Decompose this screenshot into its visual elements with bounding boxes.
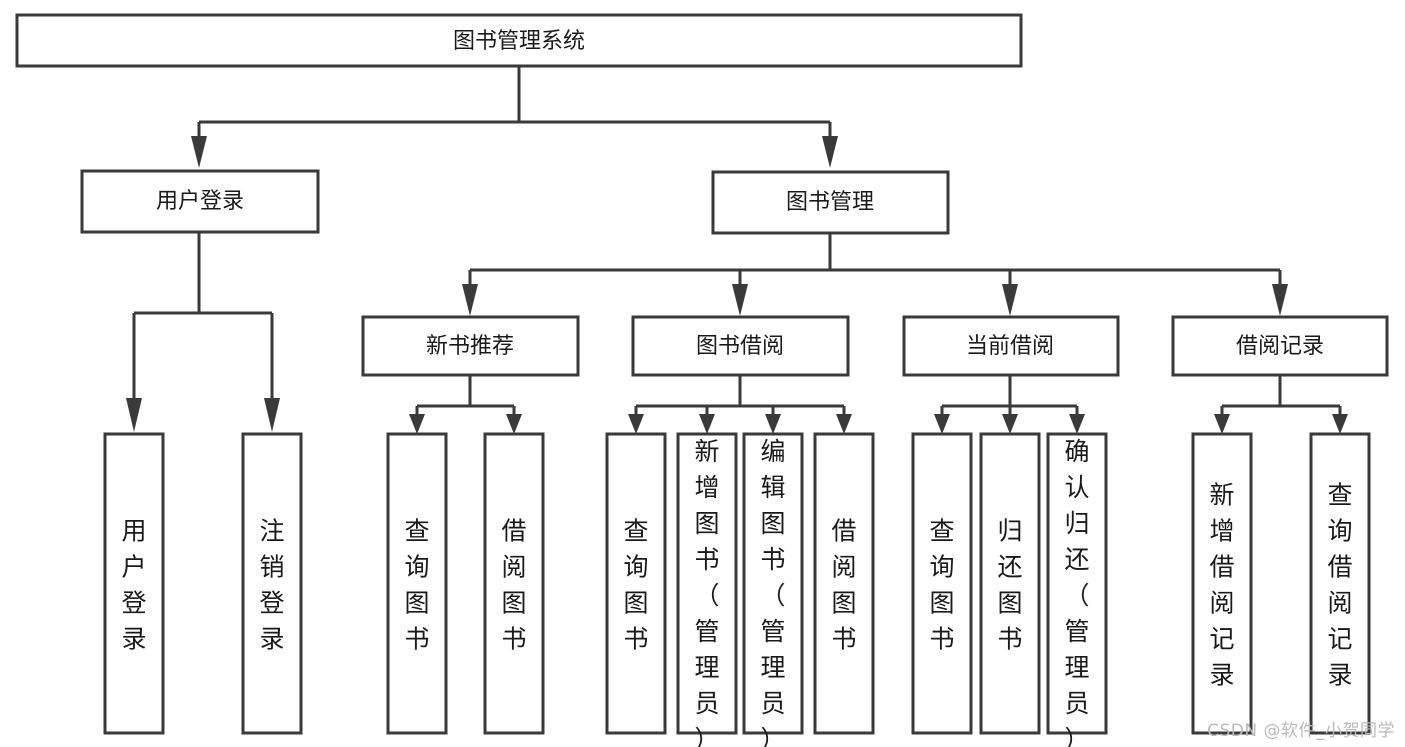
leaf-borrow-book-2-box[interactable] [813,432,875,735]
node-root-label: 图书管理系统 [453,29,585,54]
node-current-borrow[interactable]: 当前借阅 [902,315,1120,377]
node-borrow-record-label: 借阅记录 [1236,334,1324,359]
node-new-book-recommend[interactable]: 新书推荐 [361,315,580,377]
arrow-bookmgmt-to-bookborrow [732,284,748,316]
leaf-borrow-book-1[interactable]: 借阅图书 [483,432,545,735]
arrow-root-to-book-management [822,136,838,168]
node-book-borrow[interactable]: 图书借阅 [631,315,850,377]
leaf-query-book-2-label: 查询图书 [623,517,648,654]
leaf-query-book-3[interactable]: 查询图书 [911,432,973,735]
arrow-currentborrow-leaf-2 [1002,414,1018,434]
arrow-newbook-leaf-2 [506,414,522,434]
arrow-bookborrow-leaf-1 [628,414,644,434]
node-borrow-record[interactable]: 借阅记录 [1171,315,1389,377]
leaf-query-book-1[interactable]: 查询图书 [386,432,448,735]
leaf-confirm-return-label: 确认归还（管理员） [1064,437,1089,747]
leaf-query-book-1-label: 查询图书 [404,517,429,654]
node-root-box[interactable] [15,13,1023,68]
node-borrow-record-box[interactable] [1171,315,1389,377]
arrow-bookborrow-leaf-4 [836,414,852,434]
node-new-book-recommend-label: 新书推荐 [426,334,514,359]
leaf-user-login-box[interactable] [103,432,165,735]
leaf-query-book-2-box[interactable] [605,432,667,735]
node-book-borrow-label: 图书借阅 [696,334,784,359]
leaf-query-book-3-box[interactable] [911,432,973,735]
leaf-logout[interactable]: 注销登录 [241,432,303,735]
arrow-borrowrecord-leaf-2 [1332,414,1348,434]
leaf-borrow-book-1-box[interactable] [483,432,545,735]
leaf-logout-label: 注销登录 [259,517,284,654]
arrow-bookmgmt-to-currentborrow [1002,284,1018,316]
leaf-confirm-return[interactable]: 确认归还（管理员） [1046,432,1108,747]
leaf-query-record[interactable]: 查询借阅记录 [1309,432,1371,735]
leaf-confirm-return-box[interactable] [1046,432,1108,735]
leaf-borrow-book-1-label: 借阅图书 [501,517,526,654]
leaf-edit-book[interactable]: 编辑图书（管理员） [742,432,804,747]
leaf-query-record-box[interactable] [1309,432,1371,735]
connector-layer [126,66,1348,434]
node-book-management-label: 图书管理 [786,190,874,215]
leaf-borrow-book-2-label: 借阅图书 [831,517,856,654]
arrow-bookmgmt-to-newbook [462,284,478,316]
node-new-book-recommend-box[interactable] [361,315,580,377]
arrow-bookborrow-leaf-3 [765,414,781,434]
node-user-login[interactable]: 用户登录 [80,169,320,234]
arrow-root-to-user-login [191,136,207,168]
leaf-edit-book-label: 编辑图书（管理员） [760,437,785,747]
leaf-return-book[interactable]: 归还图书 [979,432,1041,735]
leaf-query-book-2[interactable]: 查询图书 [605,432,667,735]
leaf-borrow-book-2[interactable]: 借阅图书 [813,432,875,735]
arrow-userlogin-leaf-1 [126,398,142,432]
leaf-add-book-box[interactable] [676,432,738,735]
node-book-management-box[interactable] [711,170,950,235]
node-book-management[interactable]: 图书管理 [711,170,950,235]
leaf-return-book-box[interactable] [979,432,1041,735]
leaf-query-book-1-box[interactable] [386,432,448,735]
leaf-add-record-box[interactable] [1191,432,1253,735]
node-current-borrow-box[interactable] [902,315,1120,377]
arrow-bookmgmt-to-borrowrecord [1272,284,1288,316]
leaf-query-record-label: 查询借阅记录 [1327,481,1352,690]
arrow-userlogin-leaf-2 [264,398,280,432]
node-user-login-box[interactable] [80,169,320,234]
arrow-bookborrow-leaf-2 [699,414,715,434]
leaf-logout-box[interactable] [241,432,303,735]
node-current-borrow-label: 当前借阅 [966,334,1054,359]
leaf-edit-book-box[interactable] [742,432,804,735]
leaf-add-book-label: 新增图书（管理员） [694,437,719,747]
node-book-borrow-box[interactable] [631,315,850,377]
leaf-add-record-label: 新增借阅记录 [1209,481,1234,690]
node-root[interactable]: 图书管理系统 [15,13,1023,68]
leaf-return-book-label: 归还图书 [997,517,1022,654]
leaf-query-book-3-label: 查询图书 [929,517,954,654]
arrow-borrowrecord-leaf-1 [1214,414,1230,434]
arrow-newbook-leaf-1 [409,414,425,434]
watermark: CSDN @软件_小贺同学 [1207,721,1395,741]
node-user-login-label: 用户登录 [156,189,244,214]
leaf-add-record[interactable]: 新增借阅记录 [1191,432,1253,735]
leaf-user-login[interactable]: 用户登录 [103,432,165,735]
arrow-currentborrow-leaf-1 [934,414,950,434]
leaf-add-book[interactable]: 新增图书（管理员） [676,432,738,747]
arrow-currentborrow-leaf-3 [1069,414,1085,434]
leaf-user-login-label: 用户登录 [121,517,146,654]
